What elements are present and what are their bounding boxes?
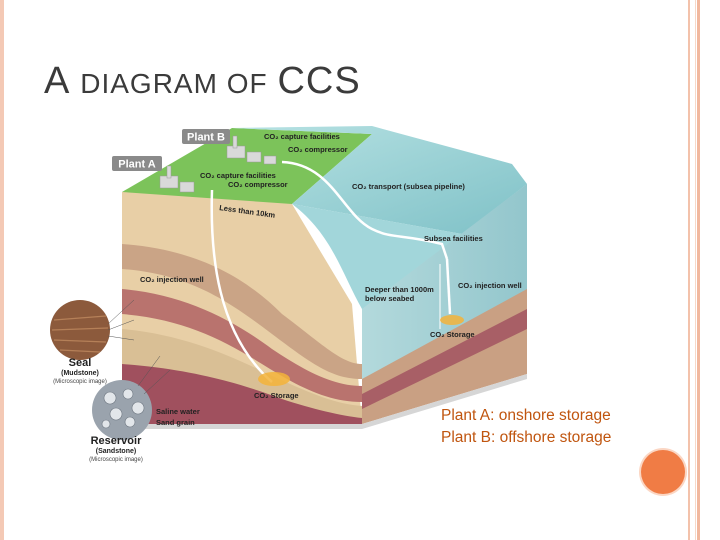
plant-a-label-box xyxy=(112,156,162,171)
slide-title: A DIAGRAM OF CCS xyxy=(44,60,361,103)
plant-a-capture-label: CO₂ capture facilities xyxy=(200,171,276,180)
right-side-seal xyxy=(362,309,527,409)
subsea-pipeline xyxy=(281,160,449,260)
seal-sub: (Mudstone) xyxy=(61,370,99,377)
note-plant-a: Plant A: onshore storage xyxy=(441,407,611,424)
offshore-injection-label: CO₂ injection well xyxy=(458,281,522,290)
title-middle: DIAGRAM OF xyxy=(80,68,268,99)
sea-surface xyxy=(232,126,527,234)
plant-b-label: Plant B xyxy=(187,132,225,144)
onshore-storage-glow xyxy=(258,372,290,386)
reservoir-title: Reservoir xyxy=(91,435,142,447)
plant-b-capture-label: CO₂ capture facilities xyxy=(264,132,340,141)
slide-border-left xyxy=(0,0,4,540)
onshore-injection-label: CO₂ injection well xyxy=(140,275,204,284)
block-base xyxy=(122,374,527,429)
plant-a-label: Plant A xyxy=(118,159,156,171)
slide-border-right-outer xyxy=(697,0,700,540)
title-end: CCS xyxy=(277,60,361,102)
seal-micro-label: (Microscopic image) xyxy=(53,379,107,385)
plant-b-buildings xyxy=(226,135,277,165)
onshore-injection-pipe xyxy=(210,189,273,383)
storage-notes: Plant A: onshore storage Plant B: offsho… xyxy=(441,405,611,449)
ccs-diagram: Plant A Plant B CO₂ capture facilities C… xyxy=(42,124,530,464)
accent-circle xyxy=(641,450,685,494)
plant-b-label-box xyxy=(182,129,230,144)
depth-label-2: below seabed xyxy=(365,294,415,303)
seal-texture xyxy=(51,315,109,353)
sand-label: Sand grain xyxy=(156,418,195,427)
stratum-4 xyxy=(122,364,362,424)
onshore-storage-label: CO₂ Storage xyxy=(254,391,299,400)
depth-label-1: Deeper than 1000m xyxy=(365,285,434,294)
offshore-storage-label: CO₂ Storage xyxy=(430,330,475,339)
stratum-1 xyxy=(122,244,362,379)
offshore-storage-glow xyxy=(440,315,464,325)
reservoir-micro-label: (Microscopic image) xyxy=(89,457,143,463)
saline-label: Saline water xyxy=(156,407,200,416)
subsea-label: Subsea facilities xyxy=(424,234,483,243)
plant-b-compressor-label: CO₂ compressor xyxy=(288,145,348,154)
title-initial: A xyxy=(44,60,71,102)
pointer-lines xyxy=(107,299,171,395)
plant-a-buildings xyxy=(159,165,195,193)
plant-a-compressor-label: CO₂ compressor xyxy=(228,180,288,189)
seal-title: Seal xyxy=(69,357,92,369)
reservoir-sub: (Sandstone) xyxy=(96,448,136,455)
transport-label: CO₂ transport (subsea pipeline) xyxy=(352,182,465,191)
slide-border-right xyxy=(688,0,690,540)
slide-border-right-thin xyxy=(695,0,696,540)
offshore-injection-pipe xyxy=(445,258,452,315)
seal-micro-image xyxy=(50,300,110,360)
note-plant-b: Plant B: offshore storage xyxy=(441,429,612,446)
reservoir-texture xyxy=(101,388,145,429)
